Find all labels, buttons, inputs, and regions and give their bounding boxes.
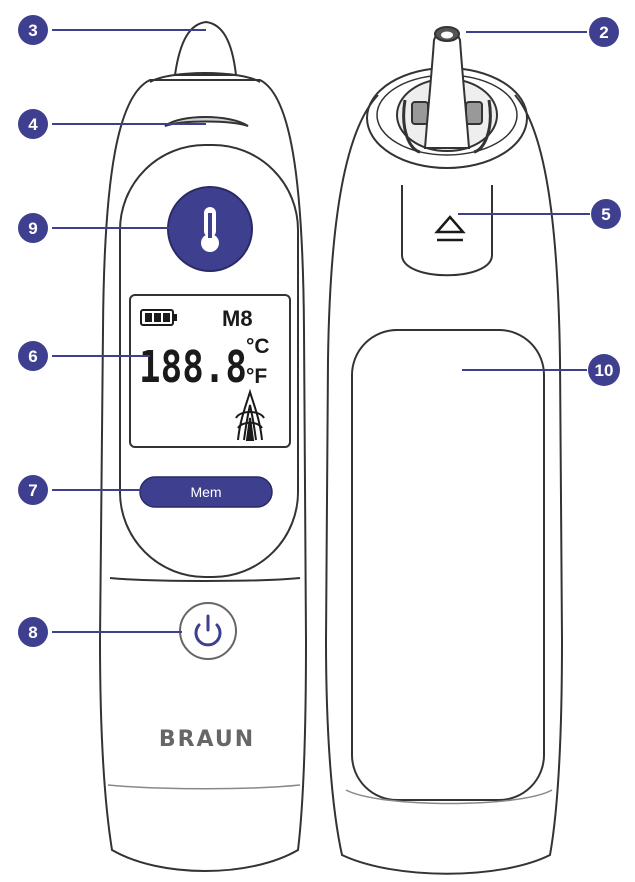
mem-button[interactable]: Mem [139,476,273,508]
callout-5: 5 [591,199,621,229]
svg-text:6: 6 [28,347,37,366]
svg-text:9: 9 [28,219,37,238]
ear-position-icon [235,388,265,441]
front-collar [149,72,261,83]
lcd-display: M8 188.8 °C °F [129,294,291,448]
callout-4: 4 [18,109,48,139]
memory-indicator: M8 [222,306,253,331]
back-cover-panel [351,329,545,801]
power-button[interactable] [179,602,237,660]
temperature-digits: 188.8 [139,342,247,393]
battery-icon [140,309,177,326]
callout-7: 7 [18,475,48,505]
unit-celsius: °C [246,335,270,358]
front-face-plate [119,144,299,578]
unit-fahrenheit: °F [246,365,267,388]
front-seam [109,577,301,582]
back-body-outline [324,94,564,875]
front-probe-tip [173,20,238,76]
back-probe [423,27,471,149]
mem-button-label: Mem [190,484,221,500]
callout-9: 9 [18,213,48,243]
callout-10: 10 [588,354,620,386]
callout-3: 3 [18,15,48,45]
power-icon [194,614,222,647]
eject-triangle-icon [434,215,466,242]
front-eject-slot [164,116,249,127]
svg-text:10: 10 [595,361,614,380]
callout-6: 6 [18,341,48,371]
back-ejector-housing [401,185,493,277]
leader-lines [52,29,590,633]
measure-button[interactable] [167,186,253,272]
front-lower-seam [107,784,301,790]
svg-text:8: 8 [28,623,37,642]
svg-text:7: 7 [28,481,37,500]
callout-8: 8 [18,617,48,647]
svg-text:2: 2 [599,23,608,42]
braun-logo: BRAUN [159,727,255,752]
front-body-outline [98,79,308,872]
front-view [98,20,308,872]
svg-text:3: 3 [28,21,37,40]
back-view [324,26,564,875]
svg-text:5: 5 [601,205,610,224]
callout-2: 2 [589,17,619,47]
svg-text:4: 4 [28,115,38,134]
